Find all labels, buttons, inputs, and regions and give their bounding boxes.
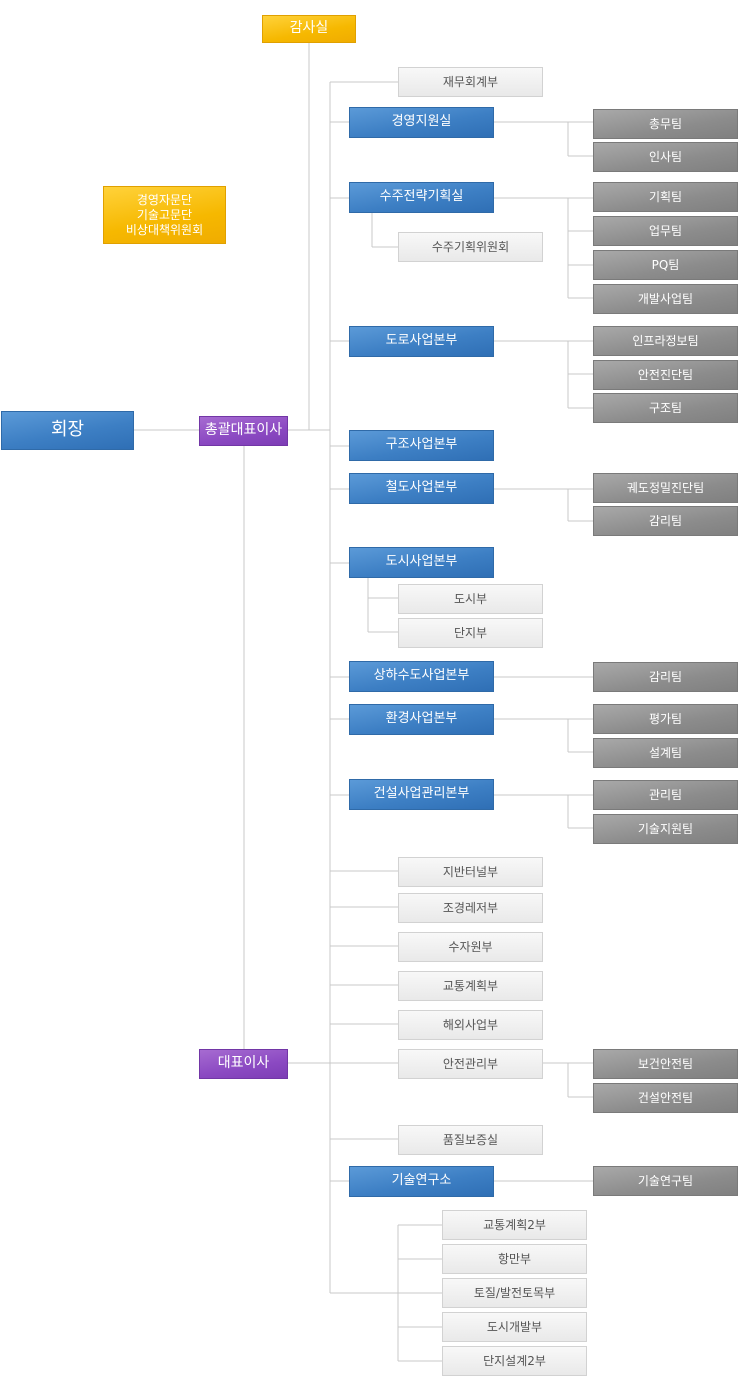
design-team: 설계팀 xyxy=(593,738,738,768)
overseas-dept: 해외사업부 xyxy=(398,1010,543,1040)
president: 총괄대표이사 xyxy=(199,416,288,446)
env-hq: 환경사업본부 xyxy=(349,704,494,735)
water-supervision-team: 감리팀 xyxy=(593,662,738,692)
tech-support-team: 기술지원팀 xyxy=(593,814,738,844)
audit-office: 감사실 xyxy=(262,15,356,43)
construction-mgmt-hq: 건설사업관리본부 xyxy=(349,779,494,810)
traffic-dept: 교통계획부 xyxy=(398,971,543,1001)
business-team: 업무팀 xyxy=(593,216,738,246)
chairman: 회장 xyxy=(1,411,134,450)
strategy-committee: 수주기획위원회 xyxy=(398,232,543,262)
general-affairs-team: 총무팀 xyxy=(593,109,738,139)
mgmt-support-office: 경영지원실 xyxy=(349,107,494,138)
pq-team: PQ팀 xyxy=(593,250,738,280)
soil-civil-dept: 토질/발전토목부 xyxy=(442,1278,587,1308)
safety-mgmt-dept: 안전관리부 xyxy=(398,1049,543,1079)
urban-dev-dept: 도시개발부 xyxy=(442,1312,587,1342)
hr-team: 인사팀 xyxy=(593,142,738,172)
rail-hq: 철도사업본부 xyxy=(349,473,494,504)
tunnel-dept: 지반터널부 xyxy=(398,857,543,887)
safety-diag-team: 안전진단팀 xyxy=(593,360,738,390)
tech-institute: 기술연구소 xyxy=(349,1166,494,1197)
finance-dept: 재무회계부 xyxy=(398,67,543,97)
research-team: 기술연구팀 xyxy=(593,1166,738,1196)
water-hq: 상하수도사업본부 xyxy=(349,661,494,692)
water-resources-dept: 수자원부 xyxy=(398,932,543,962)
landscape-dept: 조경레저부 xyxy=(398,893,543,923)
quality-office: 품질보증실 xyxy=(398,1125,543,1155)
infra-info-team: 인프라정보팀 xyxy=(593,326,738,356)
complex-dept: 단지부 xyxy=(398,618,543,648)
traffic2-dept: 교통계획2부 xyxy=(442,1210,587,1240)
evaluation-team: 평가팀 xyxy=(593,704,738,734)
urban-dept: 도시부 xyxy=(398,584,543,614)
construction-safety-team: 건설안전팀 xyxy=(593,1083,738,1113)
management-team: 관리팀 xyxy=(593,780,738,810)
strategy-office: 수주전략기획실 xyxy=(349,182,494,213)
urban-hq: 도시사업본부 xyxy=(349,547,494,578)
track-diag-team: 궤도정밀진단팀 xyxy=(593,473,738,503)
complex-design2-dept: 단지설계2부 xyxy=(442,1346,587,1376)
road-hq: 도로사업본부 xyxy=(349,326,494,357)
structure-hq: 구조사업본부 xyxy=(349,430,494,461)
structure-team: 구조팀 xyxy=(593,393,738,423)
advisory-group: 경영자문단 기술고문단 비상대책위원회 xyxy=(103,186,226,244)
ceo: 대표이사 xyxy=(199,1049,288,1079)
dev-business-team: 개발사업팀 xyxy=(593,284,738,314)
port-dept: 항만부 xyxy=(442,1244,587,1274)
health-safety-team: 보건안전팀 xyxy=(593,1049,738,1079)
planning-team: 기획팀 xyxy=(593,182,738,212)
rail-supervision-team: 감리팀 xyxy=(593,506,738,536)
